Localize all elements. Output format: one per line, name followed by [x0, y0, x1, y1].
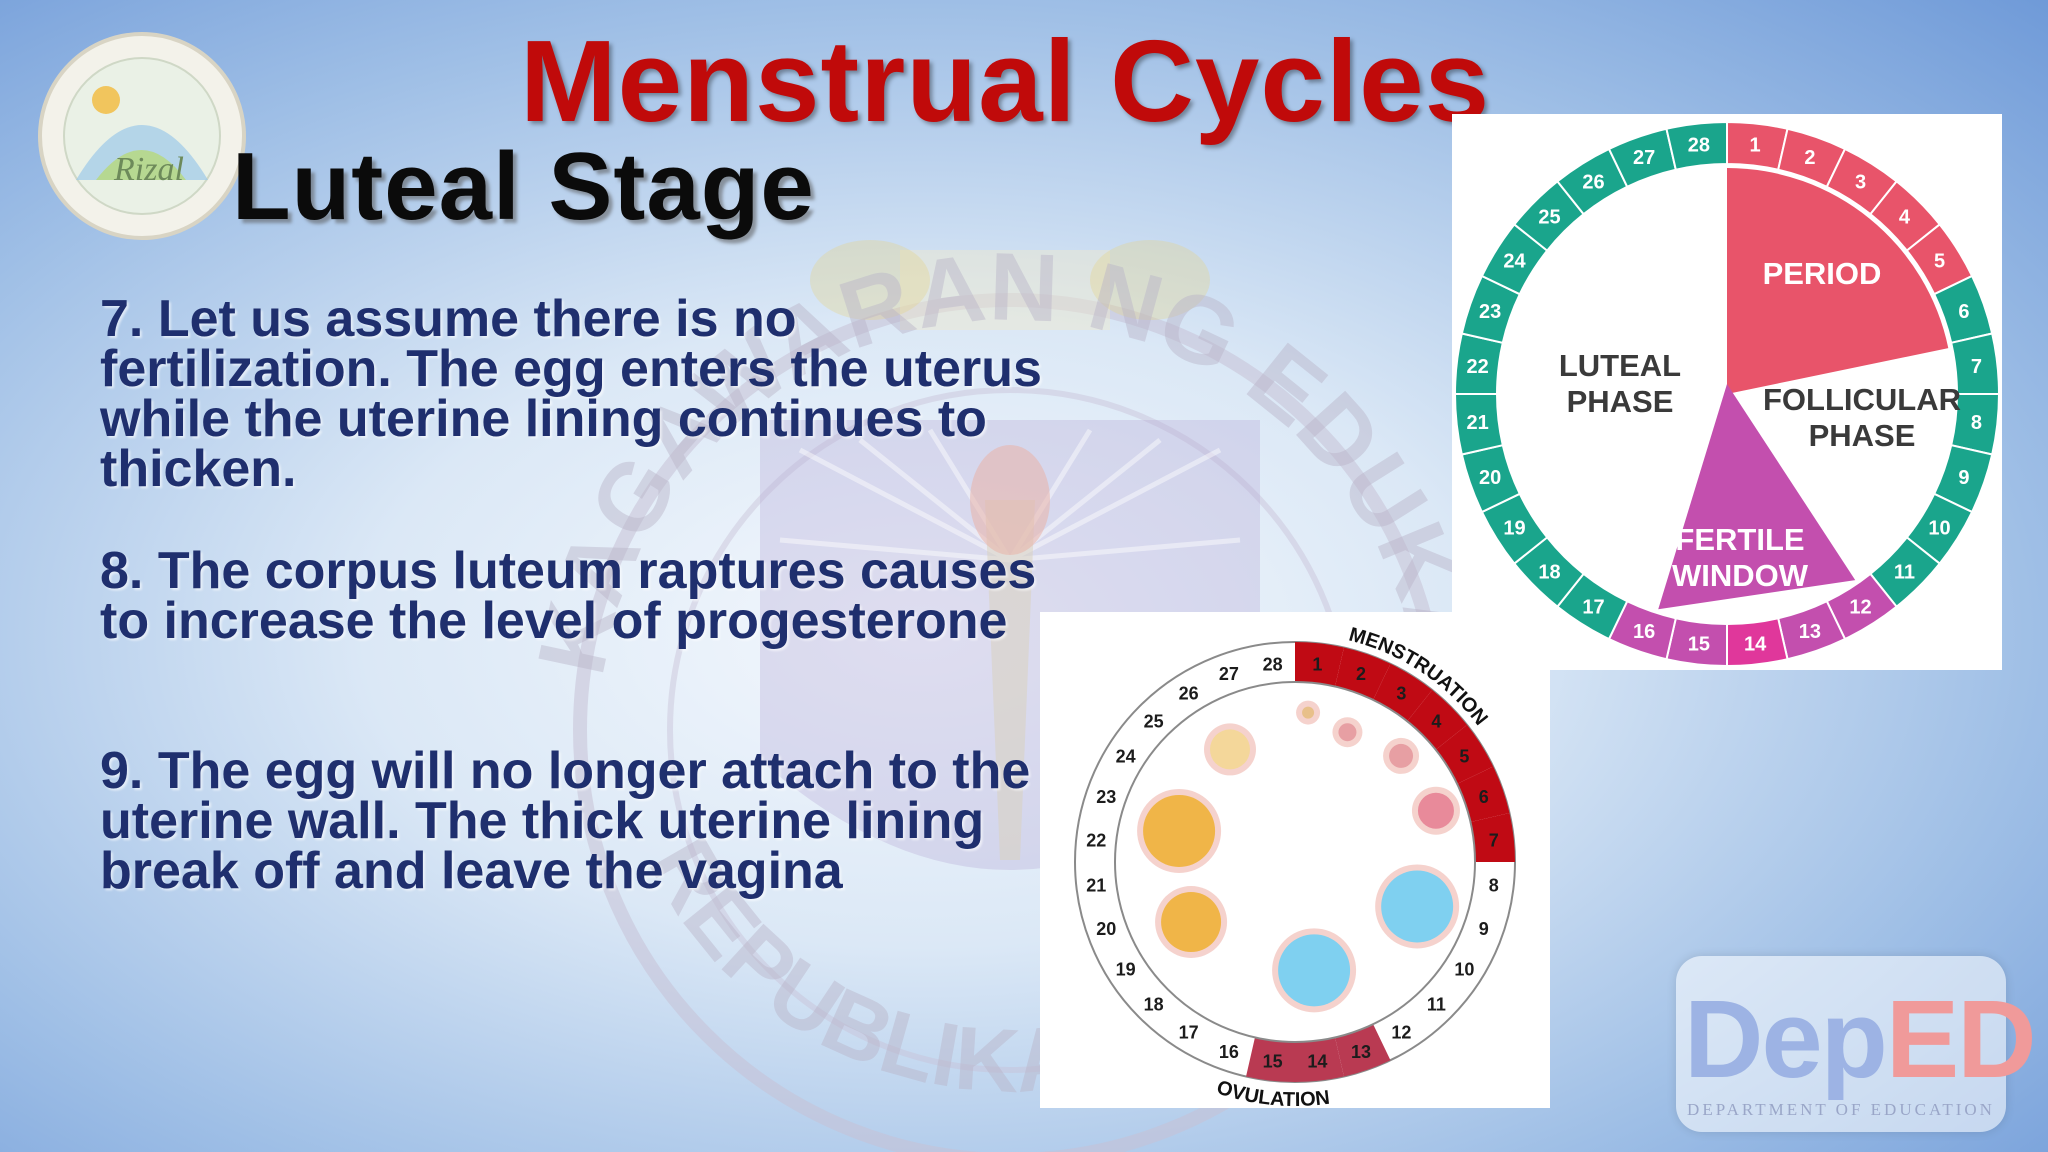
day-number: 1: [1750, 135, 1761, 157]
follicle: [1389, 743, 1414, 768]
ov-day-number: 7: [1489, 831, 1499, 851]
ov-day-number: 28: [1263, 654, 1283, 674]
ov-day-number: 2: [1356, 664, 1366, 684]
ov-day-number: 25: [1144, 712, 1164, 732]
deped-logo-subtext: DEPARTMENT OF EDUCATION: [1687, 1100, 1995, 1119]
ov-day-number: 24: [1116, 747, 1136, 767]
follicle: [1338, 723, 1357, 742]
ov-day-number: 4: [1431, 712, 1441, 732]
ov-day-number: 9: [1479, 919, 1489, 939]
day-number: 5: [1934, 250, 1945, 272]
day-number: 7: [1971, 356, 1982, 378]
day-number: 14: [1744, 633, 1767, 655]
ov-day-number: 27: [1219, 664, 1239, 684]
ov-day-number: 18: [1144, 994, 1164, 1014]
follicle: [1302, 706, 1315, 719]
day-number: 13: [1799, 621, 1821, 643]
follicle: [1161, 892, 1222, 952]
follicle: [1210, 729, 1250, 770]
follicle: [1143, 794, 1216, 867]
ov-day-segment: [1246, 1037, 1295, 1082]
day-segment: [1665, 120, 1728, 171]
day-number: 20: [1479, 467, 1501, 489]
follicle: [1417, 792, 1454, 829]
ov-day-number: 22: [1086, 831, 1106, 851]
day-number: 8: [1971, 412, 1982, 434]
day-number: 16: [1633, 621, 1655, 643]
day-number: 6: [1958, 301, 1969, 323]
day-number: 12: [1849, 597, 1871, 619]
ov-day-segment: [1335, 1024, 1391, 1077]
follicular-phase-label: FOLLICULAR: [1763, 382, 1961, 417]
day-number: 22: [1466, 356, 1488, 378]
paragraph-step-7: 7. Let us assume there is no fertilizati…: [100, 290, 1042, 498]
luteal-phase-label: LUTEAL: [1559, 348, 1681, 383]
deped-logo-text-a: Dep: [1684, 978, 1888, 1101]
ov-day-number: 23: [1096, 787, 1116, 807]
ov-day-number: 11: [1427, 994, 1446, 1014]
day-number: 28: [1688, 135, 1710, 157]
seal-text: Rizal: [113, 151, 184, 188]
day-number: 2: [1804, 147, 1815, 169]
period-label: PERIOD: [1763, 256, 1882, 291]
day-number: 18: [1538, 561, 1560, 583]
ov-day-number: 17: [1179, 1022, 1199, 1042]
ov-day-number: 19: [1116, 959, 1136, 979]
ov-day-number: 26: [1179, 684, 1199, 704]
cycle-phase-diagram: 1234567891011121314151617181920212223242…: [1453, 120, 2001, 668]
ov-day-number: 5: [1459, 747, 1469, 767]
deped-logo-text-b: ED: [1885, 978, 2037, 1101]
fertile-window-label: FERTILE: [1675, 522, 1804, 557]
luteal-phase-label: PHASE: [1567, 384, 1674, 419]
ov-day-segment: [1470, 813, 1515, 862]
ov-day-number: 14: [1307, 1052, 1327, 1072]
ov-day-segment: [1295, 1037, 1344, 1082]
ov-day-number: 10: [1454, 959, 1474, 979]
day-number: 3: [1855, 171, 1866, 193]
period-wedge: [1727, 168, 1949, 394]
fertile-window-wedge: [1658, 384, 1856, 610]
ov-day-number: 20: [1096, 919, 1116, 939]
day-number: 9: [1958, 467, 1969, 489]
day-number: 4: [1899, 207, 1911, 229]
ov-day-number: 8: [1489, 875, 1499, 895]
paragraph-step-9: 9. The egg will no longer attach to the …: [100, 742, 1031, 900]
day-number: 11: [1894, 561, 1915, 583]
day-number: 17: [1582, 597, 1604, 619]
paragraph-step-8: 8. The corpus luteum raptures causes to …: [100, 542, 1037, 650]
day-number: 26: [1582, 171, 1604, 193]
ov-day-number: 3: [1396, 684, 1406, 704]
ov-day-number: 12: [1391, 1022, 1411, 1042]
day-number: 21: [1466, 412, 1488, 434]
day-number: 27: [1633, 147, 1655, 169]
day-number: 25: [1538, 207, 1560, 229]
ov-day-number: 21: [1086, 875, 1106, 895]
deped-logo: DepED DEPARTMENT OF EDUCATION: [1676, 956, 2037, 1132]
ov-day-number: 13: [1351, 1042, 1371, 1062]
ov-day-segment: [1407, 689, 1468, 750]
ov-day-number: 6: [1479, 787, 1489, 807]
ov-day-number: 15: [1263, 1052, 1283, 1072]
day-number: 10: [1928, 518, 1950, 540]
day-number: 23: [1479, 301, 1501, 323]
fertile-window-label: WINDOW: [1672, 558, 1809, 593]
rizal-seal-logo: Rizal: [38, 32, 246, 240]
ov-day-segment: [1457, 766, 1510, 822]
day-number: 19: [1503, 518, 1525, 540]
follicular-phase-label: PHASE: [1809, 418, 1916, 453]
section-subtitle: Luteal Stage: [232, 133, 815, 240]
ov-day-segment: [1335, 647, 1391, 700]
day-number: 15: [1688, 633, 1710, 655]
day-number: 24: [1503, 250, 1526, 272]
ov-day-number: 16: [1219, 1042, 1239, 1062]
ov-day-number: 1: [1312, 654, 1322, 674]
ov-day-segment: [1295, 642, 1344, 687]
follicle: [1278, 934, 1351, 1007]
page-title: Menstrual Cycles: [520, 16, 1491, 146]
follicle: [1381, 870, 1454, 943]
